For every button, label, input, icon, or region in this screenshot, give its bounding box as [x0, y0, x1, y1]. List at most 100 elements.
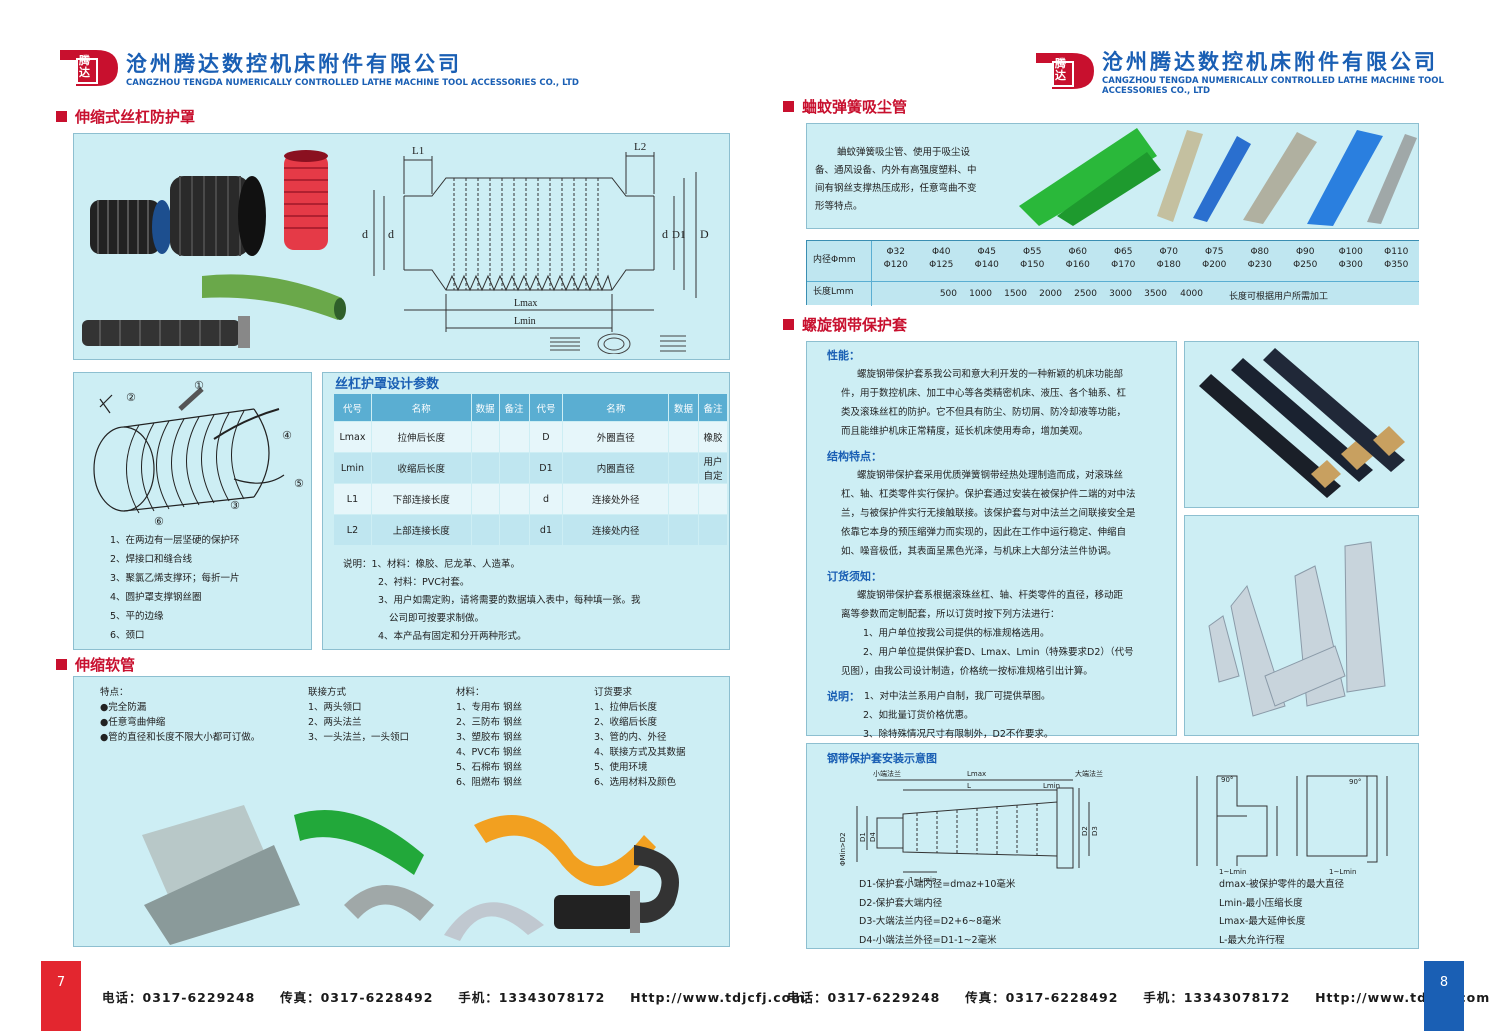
label-lmin: Lmin [1043, 782, 1060, 790]
len-values: 500 1000 1500 2000 2500 3000 3500 4000 长… [939, 289, 1329, 302]
structure-item: 2、焊接口和缝合线 [110, 554, 193, 565]
structure-drawing: ① ② ④ ⑤ ③ ⑥ [93, 379, 304, 528]
bellows-panel: L1 L2 d d d D1 D Lmax Lmin [73, 133, 730, 360]
params-note: 2、衬料：PVC衬套。 [378, 577, 470, 588]
hose-col-order: 订货要求 1、拉伸后长度 2、收缩后长度 3、管的内、外径 4、联接方式及其数据… [594, 687, 686, 788]
dim-d-outer-left: d [362, 227, 368, 241]
section-title-hose: 伸缩软管 [56, 654, 135, 675]
logo-chars: 腾达 [79, 54, 90, 79]
label-1-lmin-left: 1~Lmin [1219, 868, 1246, 876]
structure-item: 3、聚氯乙烯支撑环；每折一片 [110, 573, 240, 584]
install-legend-left: D1-保护套小端内径=dmaz+10毫米 D2-保护套大端内径 D3-大端法兰内… [859, 879, 1016, 946]
hose-col-features: 特点： ●完全防漏 ●任意弯曲伸缩 ●管的直径和长度不限大小都可订做。 [100, 687, 261, 743]
structure-panel: ① ② ④ ⑤ ③ ⑥ 1、在两边有一层坚硬的保护环 2、焊接口和缝合线 3、聚… [73, 372, 312, 650]
callout-3: ③ [230, 499, 240, 512]
params-note: 说明：1、材料：橡胶、尼龙革、人造革。 [343, 559, 521, 570]
params-note: 4、本产品有固定和分开两种形式。 [378, 631, 527, 642]
label-d1: D1 [859, 832, 867, 842]
gray-hose-icon [142, 805, 300, 945]
label-d2: D2 [1081, 826, 1089, 836]
footer-mobile: 手机：13343078172 [1143, 990, 1291, 1005]
col-header: 名称 [370, 393, 472, 422]
company-name-cn: 沧州腾达数控机床附件有限公司 [126, 52, 462, 76]
label-1-lmin: 1~Lmin [909, 876, 936, 884]
black-bellows-small-icon [554, 891, 640, 933]
col-header: 备注 [698, 393, 728, 422]
dim-d-inner-left: d [388, 227, 394, 241]
spiral-sleeve-photo [1199, 348, 1405, 498]
red-bellows-icon [284, 150, 328, 250]
section-title-bellows: 伸缩式丝杠防护罩 [56, 106, 195, 127]
company-name-en: CANGZHOU TENGDA NUMERICALLY CONTROLLED L… [126, 78, 579, 88]
col-header: 备注 [498, 393, 530, 422]
label-small-flange: 小端法兰 [873, 769, 901, 778]
company-logo-icon: 腾达 [56, 46, 120, 90]
dust-hose-photo [1019, 128, 1417, 226]
green-hose-bundle-icon [1019, 128, 1161, 226]
page-number-right: 8 [1424, 961, 1464, 1031]
label-angle-right: 90° [1349, 778, 1361, 786]
callout-4: ④ [282, 429, 292, 442]
params-notes: 说明：1、材料：橡胶、尼龙革、人造革。 2、衬料：PVC衬套。 3、用户如需定购… [343, 556, 641, 646]
footer-phone: 电话：0317-6229248 [102, 990, 256, 1005]
dim-d-right: d [662, 227, 668, 241]
dim-d1: D1 [672, 229, 685, 241]
label-big-flange: 大端法兰 [1075, 769, 1103, 778]
dim-l1: L1 [412, 145, 424, 157]
callout-5: ⑤ [294, 477, 304, 490]
dust-hose-panel: 蛐蚊弹簧吸尘管、使用于吸尘设 备、通风设备、内外有高强度塑料、中 间有钢丝支撑热… [806, 123, 1419, 229]
telescopic-cone-icon [1208, 541, 1386, 717]
dark-bellows-icon [82, 316, 250, 348]
bellows-photo [82, 150, 346, 348]
company-logo-icon: 腾达 [1032, 49, 1096, 93]
install-drawing-right: 90° 90° 1~Lmin 1~Lmin [1196, 775, 1388, 876]
spiral-sleeve-icon [1199, 348, 1405, 498]
col-header: 名称 [562, 393, 670, 422]
label-dmin: ΦMin>D2 [839, 832, 847, 866]
footer-fax: 传真：0317-6228492 [280, 990, 434, 1005]
blue-hose-icon [1193, 136, 1251, 222]
hose-col-connection: 联接方式 1、两头领口 2、两头法兰 3、一头法兰，一头领口 [308, 687, 410, 743]
footer-web[interactable]: Http://www.tdjcfj.com [1315, 990, 1491, 1005]
orange-hose-icon [474, 815, 656, 887]
gray-hose-icon [1243, 132, 1317, 224]
footer-left: 电话：0317-6229248 传真：0317-6228492 手机：13343… [102, 987, 805, 1006]
install-panel: 钢带保护套安装示意图 小端法兰 Lmax Lmin 大端法兰 L ΦMin>D2… [806, 743, 1419, 949]
spiral-text: 性能： 螺旋钢带保护套系我公司和意大利开发的一种新颖的机床功能部 件，用于数控机… [827, 349, 1136, 740]
structure-item: 5、平的边缘 [110, 611, 164, 622]
company-name-cn: 沧州腾达数控机床附件有限公司 [1102, 50, 1438, 74]
structure-item: 1、在两边有一层坚硬的保护环 [110, 535, 240, 546]
label-l: L [967, 782, 971, 790]
structure-item: 6、颈口 [110, 630, 145, 641]
green-hose-icon [294, 810, 424, 875]
spiral-cone-photo [1208, 541, 1386, 717]
label-1-lmin-right: 1~Lmin [1329, 868, 1356, 876]
params-note: 3、用户如需定购，请将需要的数据填入表中，每种填一张。我 [378, 595, 641, 606]
label-d3: D3 [1091, 826, 1099, 836]
footer-mobile: 手机：13343078172 [458, 990, 606, 1005]
dia-label: 内径Φmm [813, 255, 856, 265]
spiral-text-panel: 性能： 螺旋钢带保护套系我公司和意大利开发的一种新颖的机床功能部 件，用于数控机… [806, 341, 1177, 740]
footer-web[interactable]: Http://www.tdjcfj.com [630, 990, 806, 1005]
col-header: 数据 [470, 393, 500, 422]
spiral-photo-panel-2 [1184, 515, 1419, 736]
bellows-dimension-drawing: L1 L2 d d d D1 D Lmax Lmin [362, 141, 709, 354]
table-header-row: 代号 名称 数据 备注 代号 名称 数据 备注 [333, 393, 728, 422]
blue-hose-large-icon [1307, 130, 1383, 226]
params-note: 公司即可按要求制做。 [389, 613, 485, 624]
section-title-dust-hose: 蛐蚊弹簧吸尘管 [783, 96, 907, 117]
footer-phone: 电话：0317-6229248 [787, 990, 941, 1005]
dim-l2: L2 [634, 141, 646, 153]
company-name-en: CANGZHOU TENGDA NUMERICALLY CONTROLLED L… [1102, 76, 1444, 96]
col-header: 数据 [668, 393, 699, 422]
dust-hose-desc: 蛐蚊弹簧吸尘管、使用于吸尘设 备、通风设备、内外有高强度塑料、中 间有钢丝支撑热… [815, 147, 977, 212]
len-label: 长度Lmm [813, 287, 854, 297]
col-header: 代号 [333, 393, 372, 422]
label-angle-left: 90° [1221, 776, 1233, 784]
logo-left: 腾达 沧州腾达数控机床附件有限公司 CANGZHOU TENGDA NUMERI… [56, 46, 579, 90]
silver-hose-icon [344, 885, 544, 941]
